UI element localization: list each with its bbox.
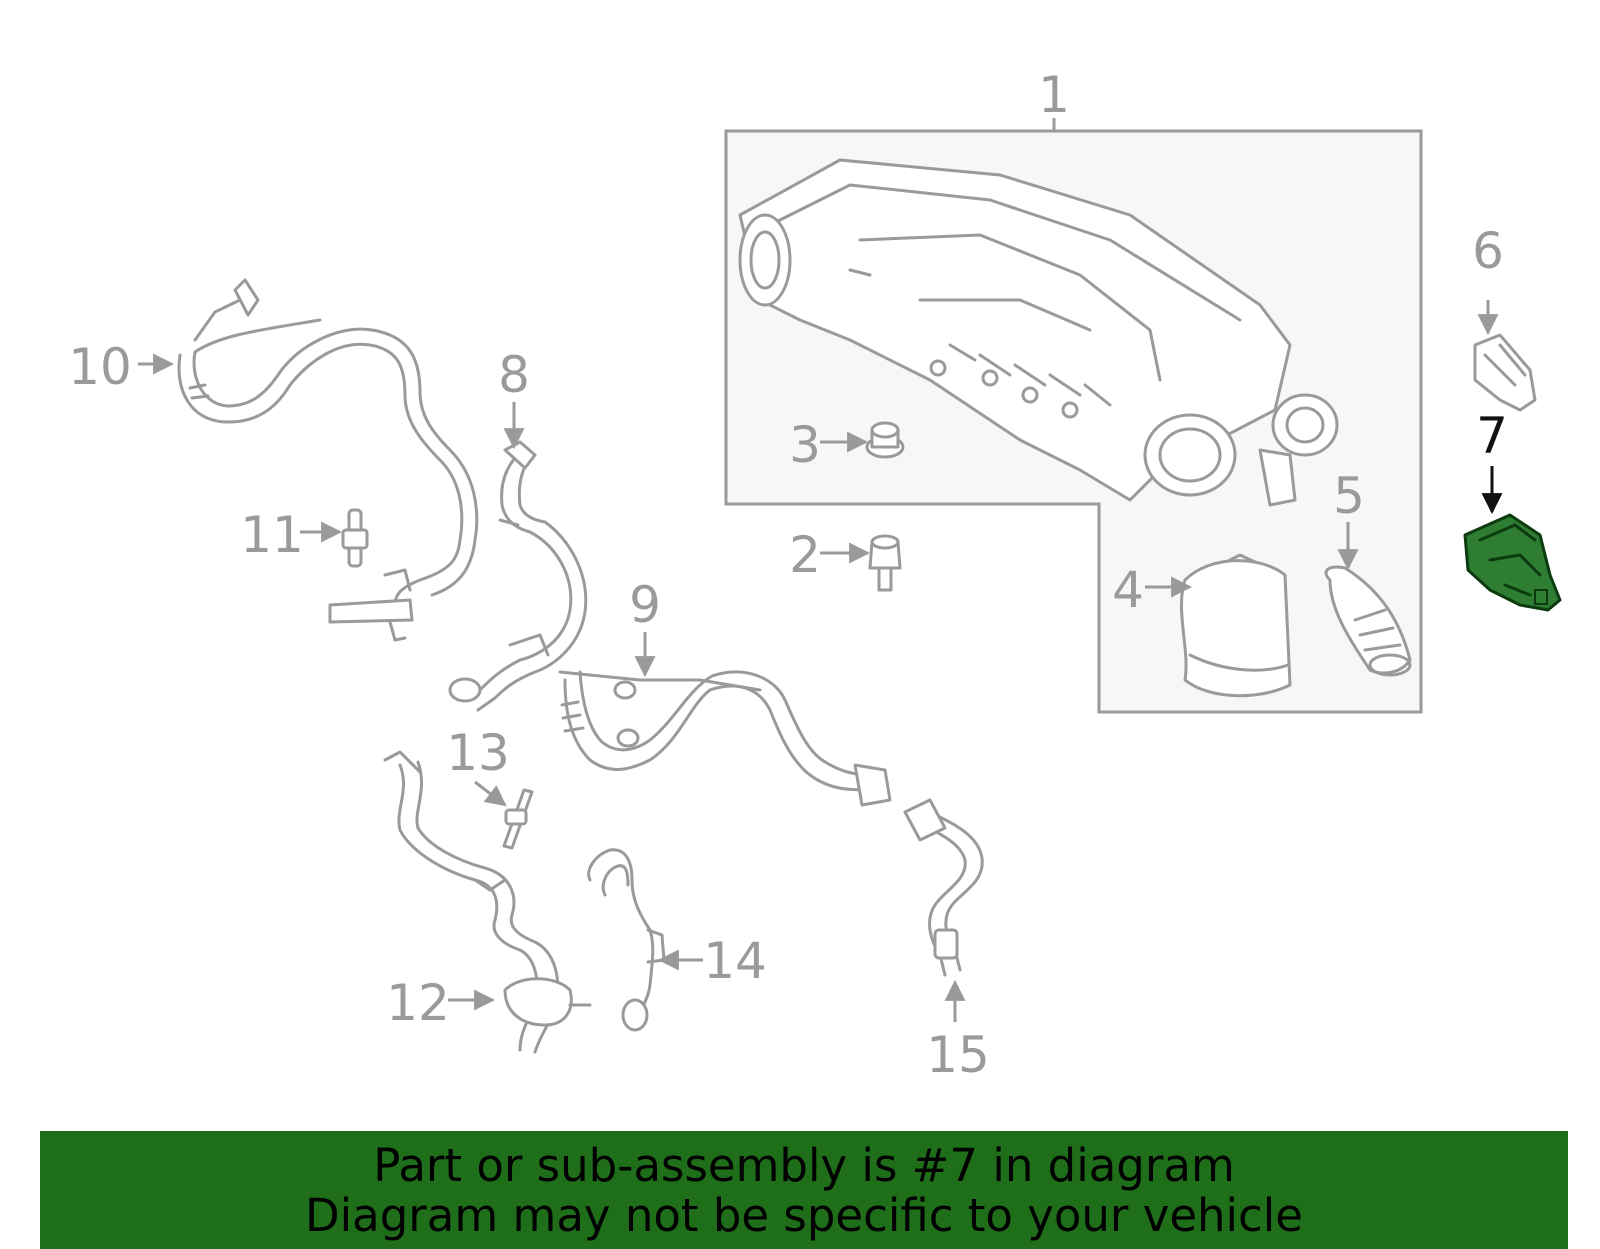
part-12-hose[interactable] <box>383 750 592 1054</box>
callout-1: 1 <box>1038 66 1070 124</box>
callout-4: 4 <box>1112 561 1144 619</box>
part-10-hose[interactable] <box>177 278 479 642</box>
callout-8: 8 <box>498 346 530 404</box>
banner-line-2: Diagram may not be specific to your vehi… <box>305 1189 1303 1242</box>
part-1-intake-manifold[interactable] <box>738 158 1339 507</box>
callout-13: 13 <box>446 724 510 782</box>
leader-lines <box>138 300 1503 1022</box>
part-3-plug[interactable] <box>865 421 905 459</box>
part-11-clip[interactable] <box>341 508 369 568</box>
callout-3: 3 <box>789 416 821 474</box>
part-15-hose[interactable] <box>903 798 984 977</box>
callout-12: 12 <box>386 974 450 1032</box>
callout-14: 14 <box>703 932 767 990</box>
callout-11: 11 <box>240 506 304 564</box>
info-banner: Part or sub-assembly is #7 in diagram Di… <box>40 1131 1568 1249</box>
callout-10: 10 <box>68 338 132 396</box>
callout-6: 6 <box>1472 222 1504 280</box>
part-14-hose[interactable] <box>587 848 666 1032</box>
callout-2: 2 <box>789 526 821 584</box>
part-9-hose[interactable] <box>558 670 892 807</box>
banner-line-1: Part or sub-assembly is #7 in diagram <box>373 1139 1235 1192</box>
callout-labels: 1 2 3 4 5 6 7 8 9 10 11 12 13 14 15 <box>68 66 1508 1084</box>
part-13-clip[interactable] <box>502 788 534 850</box>
part-6-sensor[interactable] <box>1473 333 1537 412</box>
part-4-intake-hose[interactable] <box>1179 553 1292 698</box>
callout-9: 9 <box>629 576 661 634</box>
part-8-hose[interactable] <box>448 440 588 712</box>
callout-7: 7 <box>1476 407 1508 465</box>
callout-15: 15 <box>926 1026 990 1084</box>
callout-5: 5 <box>1333 467 1365 525</box>
part-7-highlighted-part[interactable] <box>1463 513 1562 612</box>
part-2-bolt[interactable] <box>868 534 902 592</box>
